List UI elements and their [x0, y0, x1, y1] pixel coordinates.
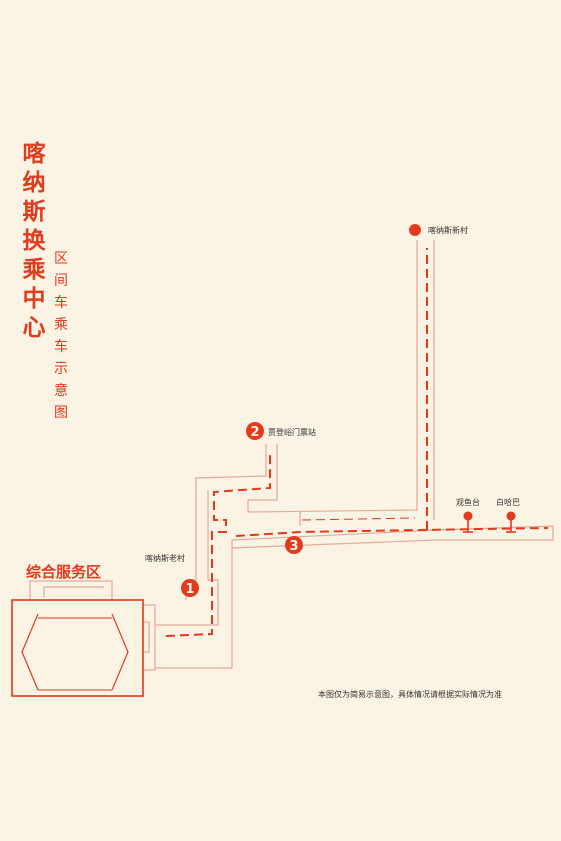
- route-upper: [301, 517, 416, 521]
- road-outlines: [29, 240, 554, 671]
- marker-number-3: 3: [289, 539, 298, 554]
- label-guanyutai: 观鱼台: [456, 498, 480, 507]
- label-jiadengyu-ticket-station: 贾登峪门票站: [268, 428, 316, 437]
- bus-routes: [165, 248, 549, 637]
- numbered-marker-1: 1: [181, 579, 199, 597]
- service-wing-top: [29, 580, 113, 600]
- service-area-label: 综合服务区: [26, 563, 102, 581]
- route-to-jiadengyu: [165, 452, 271, 637]
- stop-markers: 1 2 3: [181, 224, 516, 597]
- road-main-lower: [155, 525, 554, 669]
- route-to-new-village: [235, 527, 549, 537]
- road-jiadengyu-inner: [155, 490, 219, 626]
- label-kanas-old-village: 喀纳斯老村: [145, 554, 185, 563]
- stop-marker-kanas-new-village: [409, 224, 421, 236]
- numbered-marker-3: 3: [285, 536, 303, 554]
- stop-marker-guanyutai: [463, 511, 473, 533]
- marker-number-2: 2: [250, 425, 259, 440]
- service-wing-top2: [43, 586, 104, 598]
- map-title: 喀纳斯换乘中心: [22, 141, 46, 341]
- marker-number-1: 1: [185, 582, 194, 597]
- service-building: [11, 599, 144, 697]
- stop-marker-baihaba: [506, 511, 516, 533]
- label-baihaba: 白哈巴: [496, 498, 520, 507]
- disclaimer-note: 本图仅为简易示意图，具体情况请根据实际情况为准: [318, 690, 502, 699]
- label-kanas-new-village: 喀纳斯新村: [428, 226, 468, 235]
- road-service-connector: [143, 604, 156, 671]
- road-new-village-branch: [247, 240, 418, 513]
- map-subtitle: 区间车乘车示意图: [54, 251, 68, 421]
- road-service-inner: [142, 621, 150, 653]
- numbered-marker-2: 2: [246, 422, 264, 440]
